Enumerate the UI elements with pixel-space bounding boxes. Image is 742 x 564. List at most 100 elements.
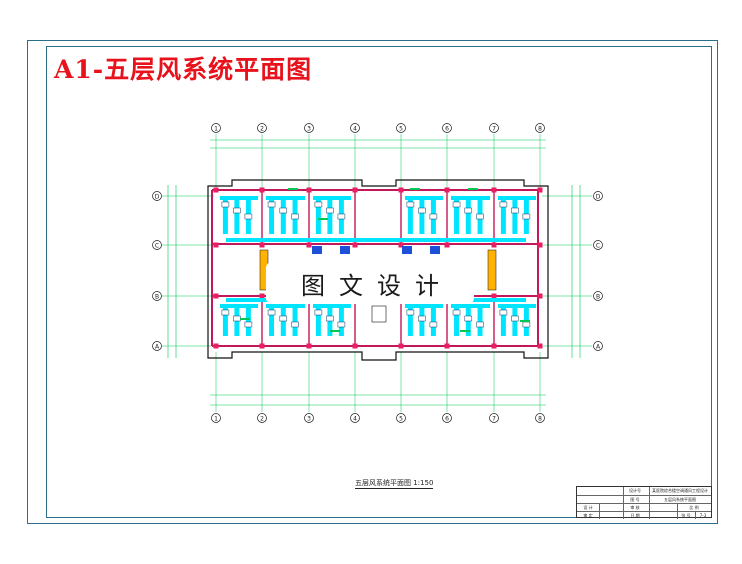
axis-number-label: 7 [492, 125, 496, 132]
axis-bubble [152, 341, 162, 351]
exterior-wall [207, 179, 549, 361]
duct-branch [500, 196, 506, 234]
column [398, 242, 404, 248]
duct-branch [477, 304, 483, 336]
air-diffuser [429, 321, 438, 328]
axis-number-label: 7 [492, 415, 496, 422]
air-diffuser [291, 321, 299, 328]
duct-branch [512, 196, 518, 234]
duct-annotation [468, 188, 478, 190]
duct-annotation [288, 188, 298, 190]
duct-annotation [410, 188, 420, 190]
column [213, 187, 219, 193]
axis-bubble [152, 191, 162, 201]
axis-number-label: 8 [538, 125, 542, 132]
axis-bubble [593, 291, 603, 301]
designer-label: 设 计 [583, 505, 593, 510]
air-diffuser [499, 201, 508, 208]
column [259, 343, 265, 349]
duct-header [498, 196, 536, 200]
axis-letter-label: D [155, 193, 160, 200]
air-handling-unit [340, 246, 350, 254]
scale-caption: 五层风系统平面图 1:150 [355, 479, 434, 489]
column [491, 293, 497, 299]
axis-letter-label: C [155, 242, 159, 249]
axis-bubble [535, 413, 545, 423]
axis-number-label: 5 [399, 415, 403, 422]
axis-number-label: 6 [445, 125, 449, 132]
axis-bubble [489, 123, 499, 133]
air-diffuser [511, 315, 519, 322]
duct-header [266, 196, 305, 200]
duct-header [405, 196, 443, 200]
column [352, 187, 358, 193]
air-diffuser [279, 315, 288, 322]
duct-annotation [460, 330, 470, 332]
duct-branch [407, 304, 413, 336]
axis-number-label: 6 [445, 415, 449, 422]
duct-branch [454, 304, 460, 336]
axis-number-label: 1 [214, 415, 218, 422]
duct-branch [234, 196, 240, 234]
air-diffuser [429, 213, 438, 220]
axis-bubble [257, 413, 267, 423]
axis-bubble [152, 291, 162, 301]
axis-number-label: 4 [353, 125, 357, 132]
duct-branch [419, 196, 425, 234]
elevator-shaft [371, 305, 387, 323]
column [306, 187, 312, 193]
axis-bubble [211, 123, 221, 133]
date-label: 日 期 [630, 513, 640, 518]
air-diffuser [476, 213, 484, 220]
axis-letter-label: A [596, 343, 601, 350]
axis-bubble [593, 240, 603, 250]
column [306, 242, 312, 248]
duct-branch [269, 196, 275, 234]
duct-branch [269, 304, 275, 336]
axis-bubble [152, 240, 162, 250]
project-name: 某医院综合楼空调通风工程设计 [652, 488, 708, 493]
air-diffuser [418, 207, 426, 214]
duct-branch [430, 304, 436, 336]
duct-annotation [330, 330, 340, 332]
column [398, 187, 404, 193]
drawing-outer-frame [27, 40, 718, 524]
scale-label: 比 例 [689, 505, 699, 510]
sheet-name: 五层风系统平面图 [664, 497, 696, 502]
drawing-title: A1-五层风系统平面图 [54, 55, 313, 84]
air-diffuser [291, 213, 299, 220]
duct-branch [222, 196, 228, 234]
axis-number-label: 3 [307, 125, 311, 132]
duct-branch [222, 304, 228, 336]
column [491, 242, 497, 248]
watermark: 图文设计 [266, 262, 474, 304]
air-handling-unit [402, 246, 412, 254]
duct-header [498, 304, 536, 308]
axis-bubble [442, 413, 452, 423]
air-diffuser [522, 213, 531, 220]
air-diffuser [221, 201, 230, 208]
duct-branch [338, 304, 344, 336]
air-diffuser [279, 207, 288, 214]
air-diffuser [267, 201, 276, 208]
air-diffuser [233, 315, 241, 322]
axis-number-label: 2 [260, 125, 264, 132]
air-handling-unit [430, 246, 440, 254]
duct-header [220, 196, 258, 200]
air-diffuser [452, 201, 461, 208]
column [491, 187, 497, 193]
axis-letter-label: C [596, 242, 600, 249]
duct-header [313, 304, 351, 308]
air-diffuser [314, 309, 323, 316]
air-diffuser [476, 321, 484, 328]
air-diffuser [314, 201, 323, 208]
sheet-value: 7-3 [699, 513, 707, 518]
duct-branch [280, 196, 286, 234]
air-diffuser [326, 207, 334, 214]
air-diffuser [221, 309, 230, 316]
axis-bubble [442, 123, 452, 133]
duct-header [405, 304, 443, 308]
column [352, 242, 358, 248]
column [259, 187, 265, 193]
